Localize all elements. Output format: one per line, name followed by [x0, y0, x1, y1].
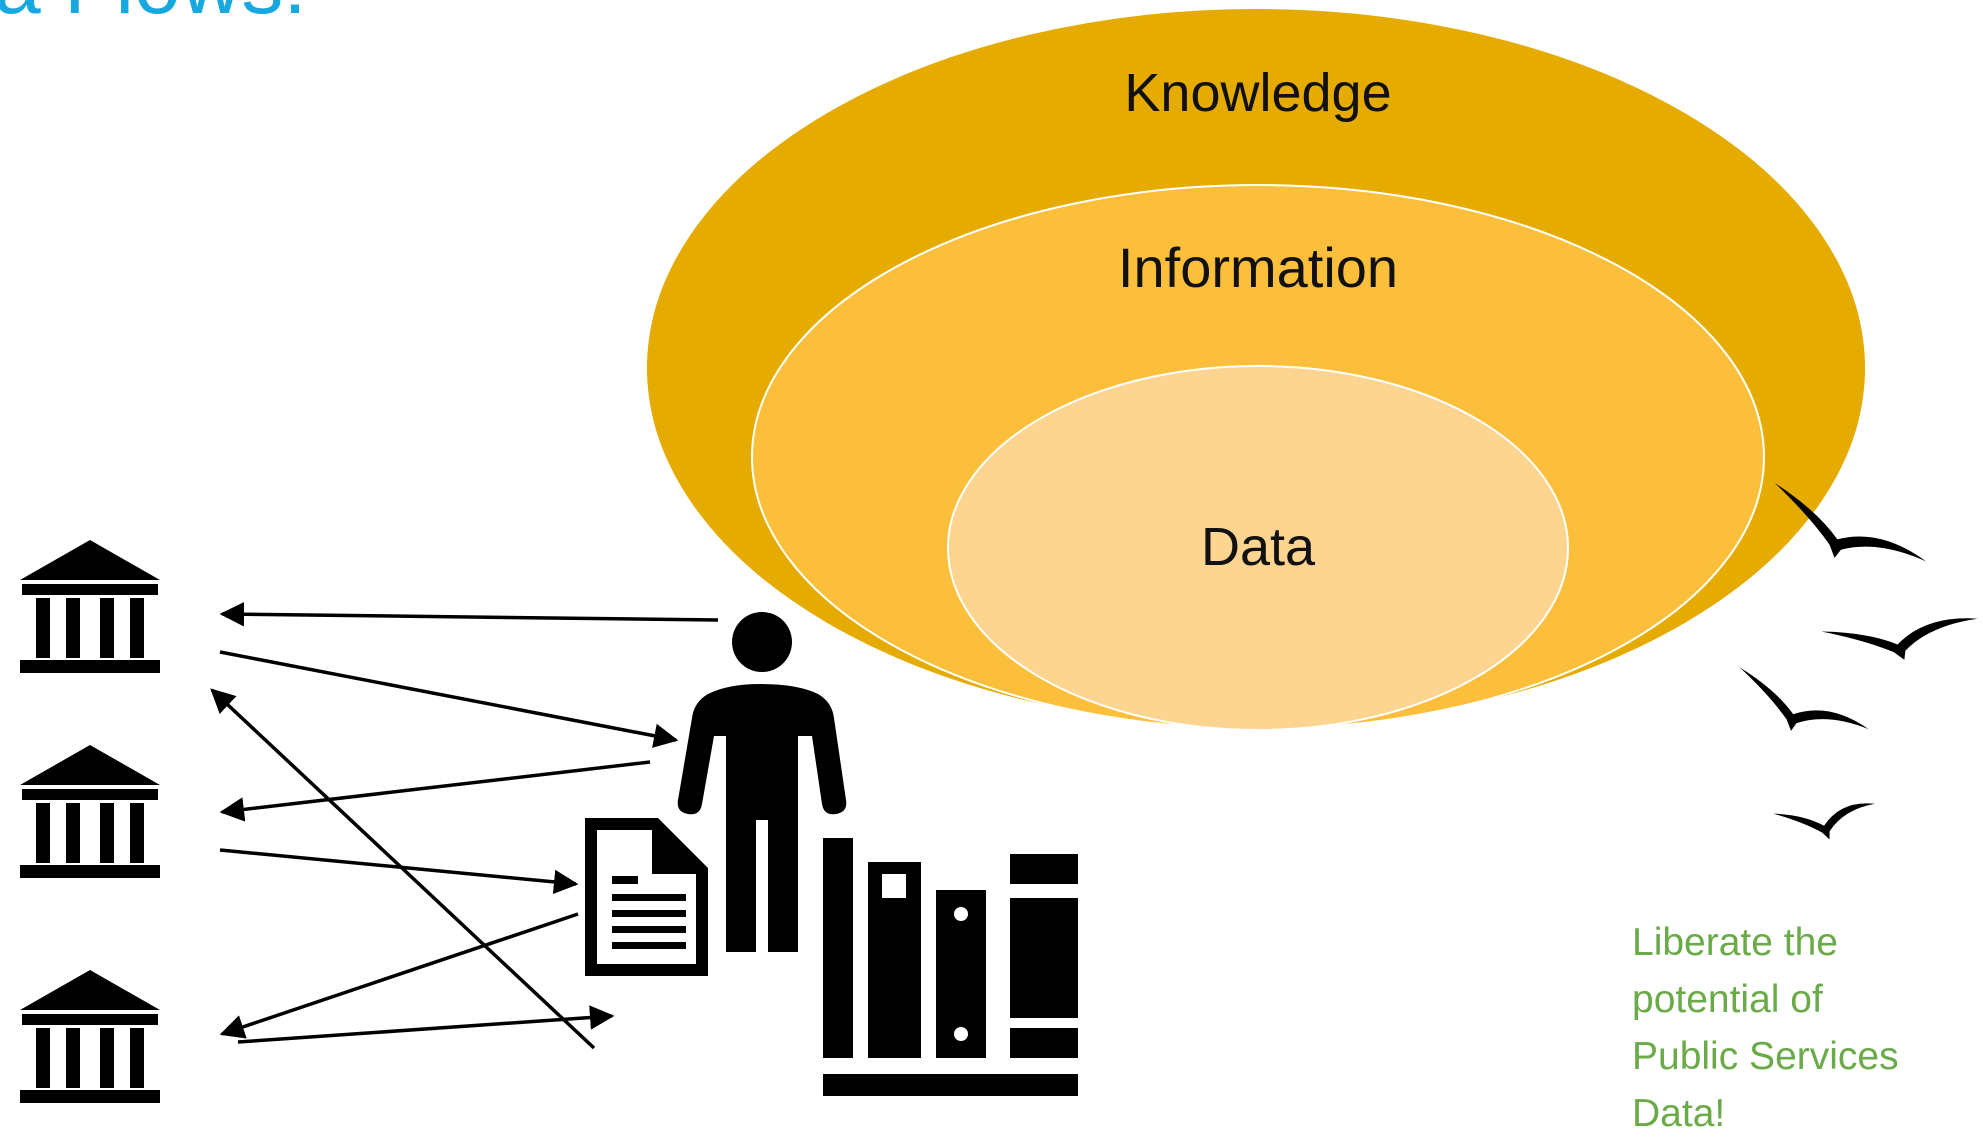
flow-arrow	[219, 912, 579, 1039]
flow-arrow	[219, 650, 679, 748]
bank-icon	[20, 540, 160, 673]
flow-arrow	[210, 688, 596, 1050]
bird-icon	[1821, 609, 1982, 671]
page-title: a Flows:	[0, 0, 307, 26]
bird-icon	[1773, 795, 1880, 849]
person-icon	[677, 612, 847, 952]
tagline-line: potential of	[1632, 978, 1823, 1021]
bird-icon	[1724, 667, 1873, 758]
tagline-line: Data!	[1632, 1092, 1726, 1135]
flow-arrow	[237, 1005, 615, 1044]
flow-arrow	[219, 602, 719, 627]
data-circle	[947, 365, 1569, 731]
bank-icon	[20, 970, 160, 1103]
flow-arrow	[219, 760, 651, 822]
flow-arrow	[219, 848, 579, 895]
tagline: Liberate the potential of Public Service…	[1632, 914, 1932, 1142]
bank-icon	[20, 745, 160, 878]
tagline-line: Liberate the	[1632, 921, 1838, 964]
flow-arrows	[210, 602, 719, 1050]
information-label: Information	[1117, 236, 1399, 299]
document-icon	[585, 818, 708, 976]
knowledge-label: Knowledge	[1124, 63, 1392, 123]
data-label: Data	[1200, 517, 1316, 577]
tagline-line: Public Services	[1632, 1035, 1899, 1078]
books-icon	[823, 838, 1078, 1096]
